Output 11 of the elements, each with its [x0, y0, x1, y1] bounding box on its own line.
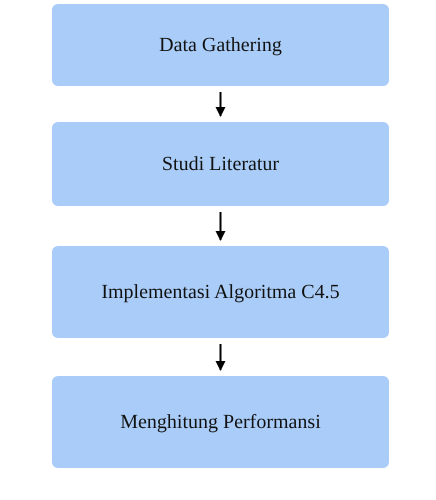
process-box	[52, 246, 389, 338]
process-box	[52, 376, 389, 468]
step-label: Implementasi Algoritma C4.5	[101, 280, 340, 304]
step-label: Data Gathering	[159, 34, 282, 56]
step-label: Studi Literatur	[162, 152, 280, 176]
arrow	[216, 92, 226, 117]
step-label: Menghitung Performansi	[120, 410, 321, 434]
arrow	[216, 344, 226, 371]
process-box	[52, 122, 389, 206]
arrow	[216, 212, 226, 241]
process-box	[52, 4, 389, 86]
